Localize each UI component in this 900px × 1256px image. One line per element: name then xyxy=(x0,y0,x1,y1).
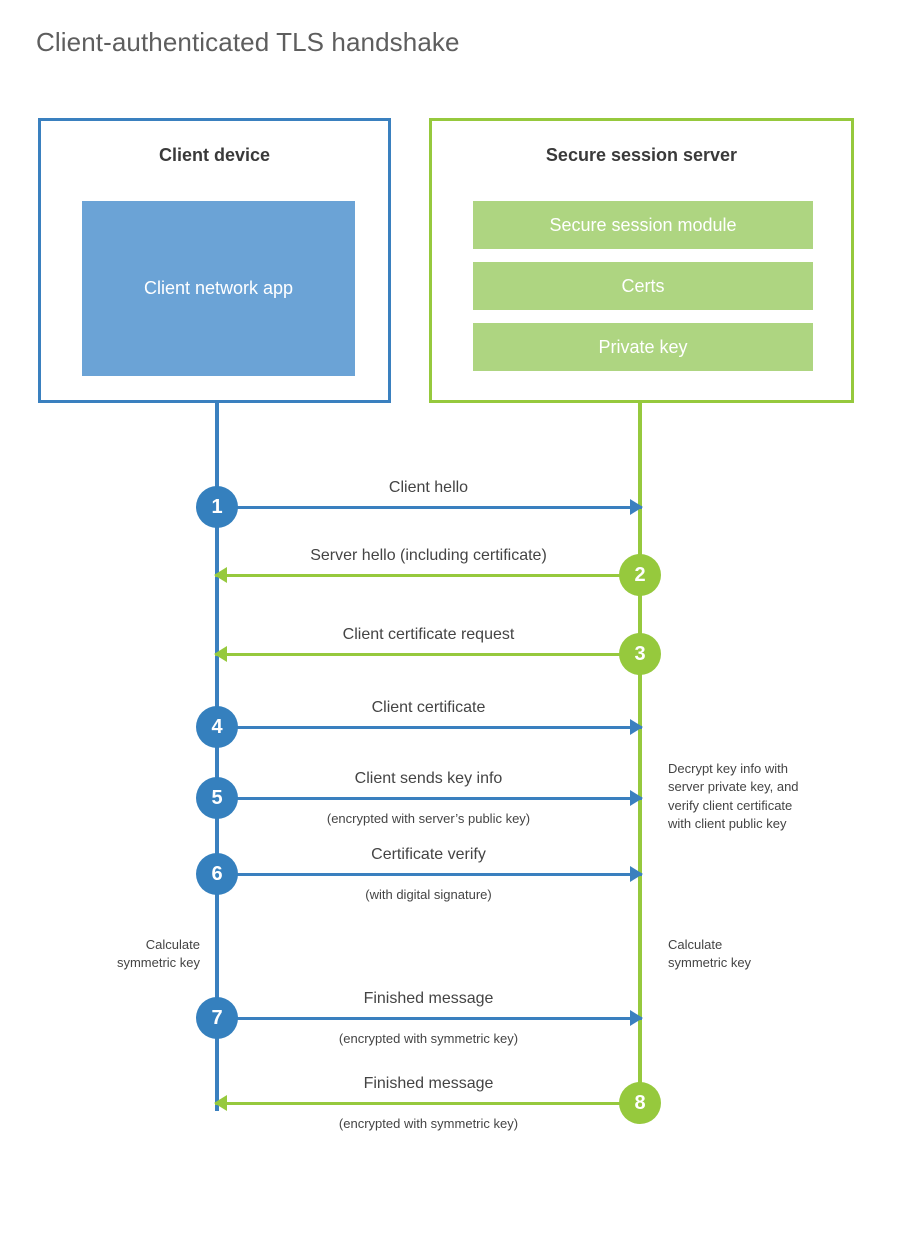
arrow-head-left-icon xyxy=(214,567,227,583)
arrow-head-right-icon xyxy=(630,719,643,735)
step-circle-4: 4 xyxy=(196,706,238,748)
message-arrow-7 xyxy=(215,1010,643,1026)
note-line: Calculate xyxy=(668,937,723,952)
step-circle-6: 6 xyxy=(196,853,238,895)
message-label-1: Client hello xyxy=(388,479,469,496)
message-label-7: Finished message xyxy=(363,990,494,1007)
note-line: server private key, and xyxy=(668,779,799,795)
step-circle-8: 8 xyxy=(619,1082,661,1124)
message-sublabel-6: (with digital signature) xyxy=(365,887,492,902)
secure-session-server-box: Secure session server Secure session mod… xyxy=(429,118,854,403)
arrow-head-right-icon xyxy=(630,499,643,515)
secure-session-server-title: Secure session server xyxy=(545,145,738,165)
note-client-calculate-symmetric-key: Calculate symmetric key xyxy=(0,936,200,973)
step-circle-1: 1 xyxy=(196,486,238,528)
message-label-4: Client certificate xyxy=(371,699,486,716)
message-label-3: Client certificate request xyxy=(342,626,515,643)
message-label-8: Finished message xyxy=(363,1075,494,1092)
message-arrow-1 xyxy=(215,499,643,515)
page-title: Client-authenticated TLS handshake xyxy=(36,27,460,57)
arrow-head-right-icon xyxy=(630,1010,643,1026)
message-sublabel-5: (encrypted with server’s public key) xyxy=(326,811,531,826)
message-arrow-6 xyxy=(215,866,643,882)
arrow-head-right-icon xyxy=(630,790,643,806)
note-line: with client public key xyxy=(668,816,787,832)
message-sublabel-7: (encrypted with symmetric key) xyxy=(338,1031,519,1046)
server-component-certs: Certs xyxy=(473,262,813,310)
client-device-title: Client device xyxy=(158,145,271,165)
message-sublabel-8: (encrypted with symmetric key) xyxy=(338,1116,519,1131)
client-lifeline xyxy=(215,403,219,1111)
step-circle-7: 7 xyxy=(196,997,238,1039)
server-component-private-key: Private key xyxy=(473,323,813,371)
step-circle-2: 2 xyxy=(619,554,661,596)
server-lifeline xyxy=(638,403,642,1105)
message-arrow-5 xyxy=(215,790,643,806)
message-label-2: Server hello (including certificate) xyxy=(310,547,547,564)
note-line: verify client certificate xyxy=(668,797,793,813)
arrow-head-right-icon xyxy=(630,866,643,882)
note-line: Calculate xyxy=(145,937,200,952)
message-arrow-4 xyxy=(215,719,643,735)
note-line: symmetric key xyxy=(668,955,752,971)
message-arrow-2 xyxy=(214,567,642,583)
step-circle-3: 3 xyxy=(619,633,661,675)
message-arrow-3 xyxy=(214,646,642,662)
client-device-box: Client device Client network app xyxy=(38,118,391,403)
message-arrow-8 xyxy=(214,1095,642,1111)
arrow-head-left-icon xyxy=(214,1095,227,1111)
arrow-head-left-icon xyxy=(214,646,227,662)
note-server-decrypt: Decrypt key info with server private key… xyxy=(668,760,858,834)
message-label-6: Certificate verify xyxy=(371,846,486,863)
note-line: symmetric key xyxy=(116,955,200,971)
note-line: Decrypt key info with xyxy=(668,761,788,776)
client-network-app-block: Client network app xyxy=(82,201,355,376)
step-circle-5: 5 xyxy=(196,777,238,819)
server-components-list: Secure session module Certs Private key xyxy=(473,201,813,371)
note-server-calculate-symmetric-key: Calculate symmetric key xyxy=(668,936,858,973)
message-label-5: Client sends key info xyxy=(354,770,503,787)
server-component-secure-session-module: Secure session module xyxy=(473,201,813,249)
